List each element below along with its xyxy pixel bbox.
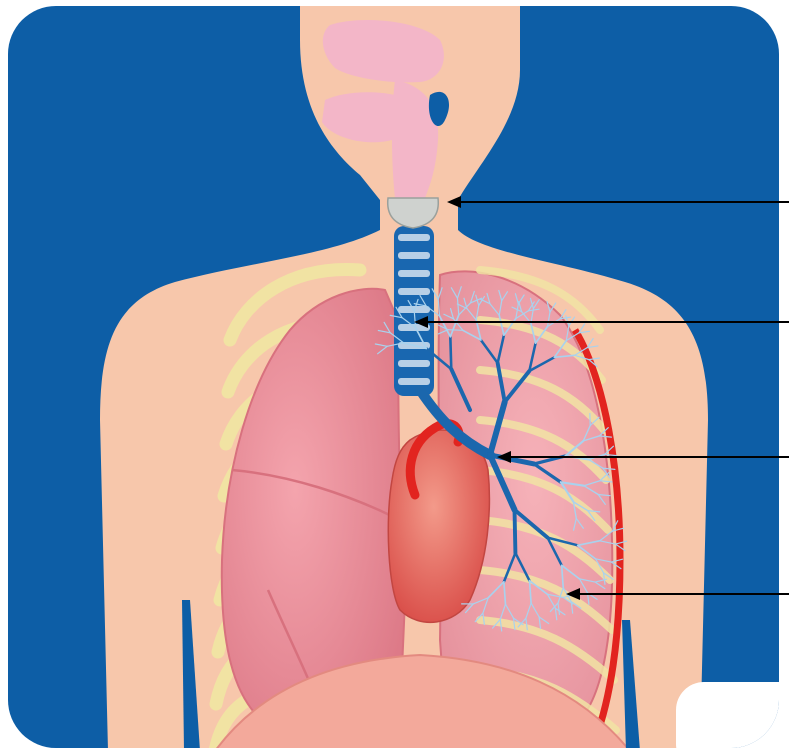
trachea-ring bbox=[398, 378, 430, 385]
bronchus-branch bbox=[448, 330, 463, 331]
bronchus-branch bbox=[450, 337, 451, 369]
corner-box bbox=[676, 682, 789, 751]
trachea-ring bbox=[398, 234, 430, 241]
trachea-ring bbox=[398, 288, 430, 295]
corner-box-mark bbox=[782, 712, 788, 734]
trachea-ring bbox=[398, 270, 430, 277]
bronchus-branch bbox=[515, 510, 516, 553]
trachea-ring bbox=[398, 252, 430, 259]
trachea-ring bbox=[398, 360, 430, 367]
